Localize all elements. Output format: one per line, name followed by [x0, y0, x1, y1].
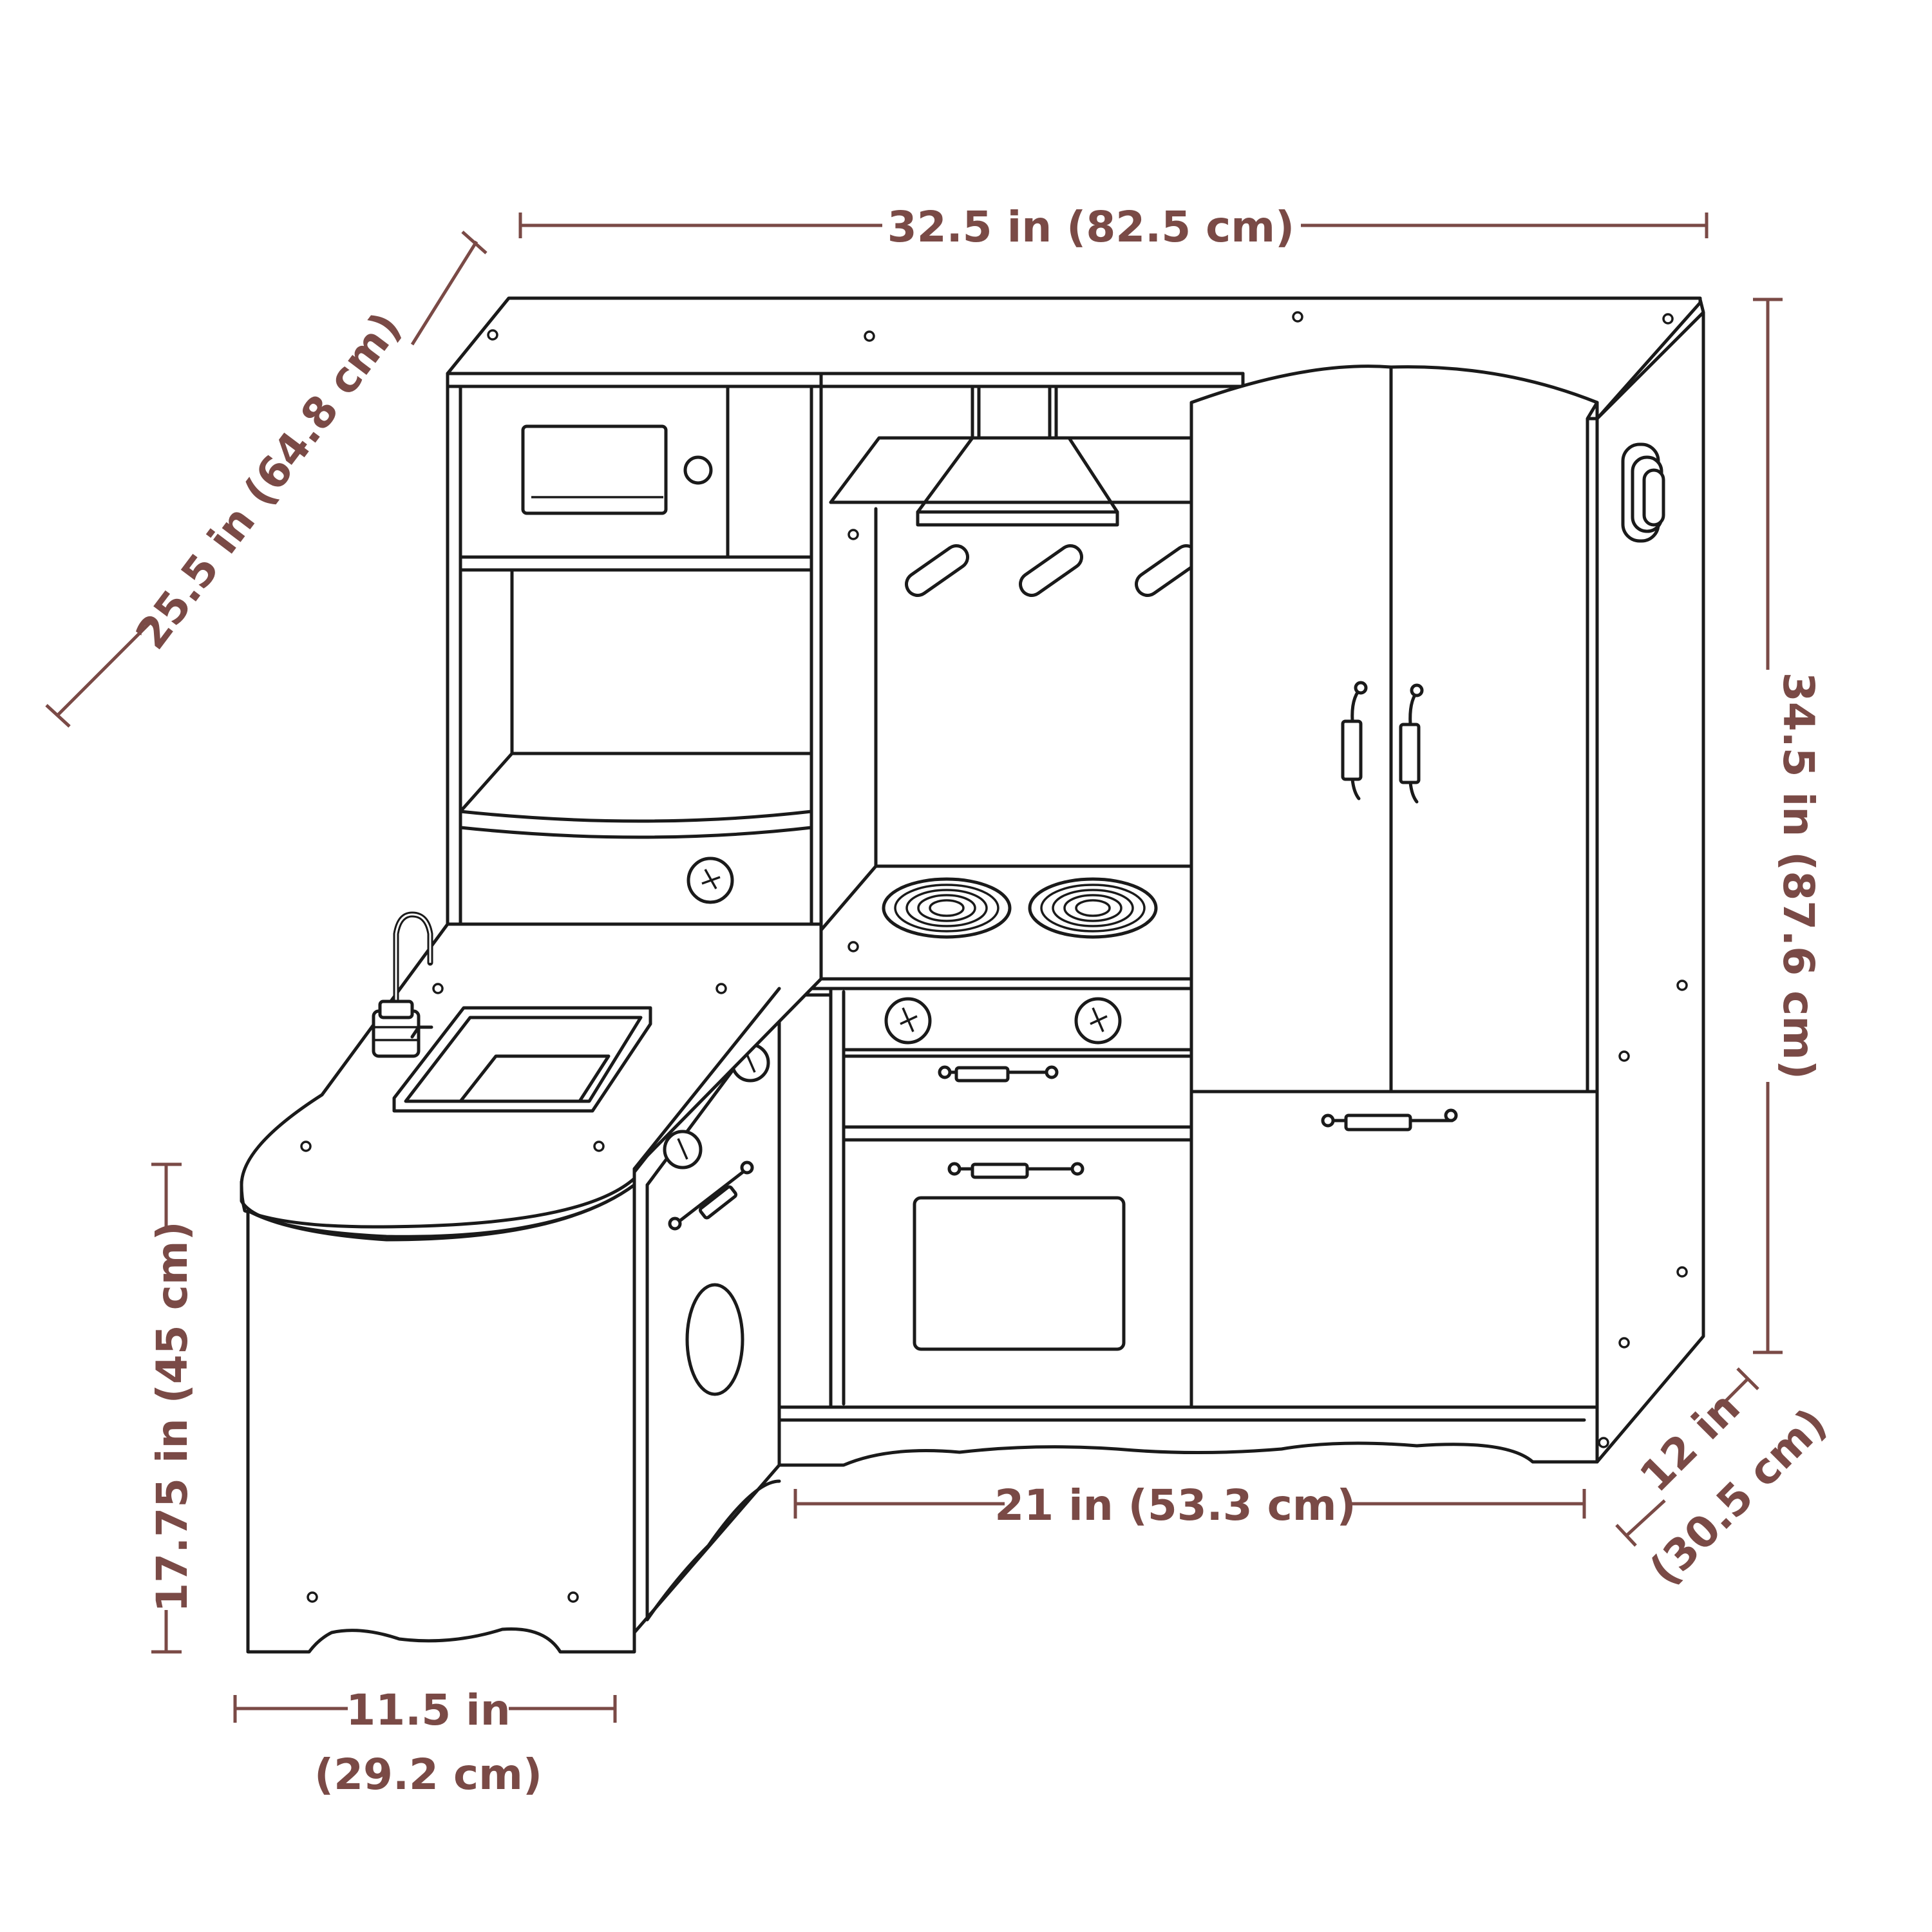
label-sink-width-cm: (29.2 cm): [314, 1750, 542, 1799]
sink-cabinet: [246, 1183, 636, 1654]
dimension-total-height: 34.5 in (87.6 cm): [1753, 298, 1823, 1354]
freezer-handle-icon: [1321, 1108, 1458, 1132]
kitchen-illustration: [240, 296, 1705, 1654]
dimension-top-width: 32.5 in (82.5 cm): [518, 202, 1709, 252]
oven-door-handle-icon: [947, 1162, 1084, 1179]
burner-icon: [1028, 877, 1158, 939]
fridge-handle-icon: [1341, 681, 1368, 800]
oven-window: [913, 1196, 1126, 1351]
fridge-handle-icon: [1399, 683, 1424, 804]
sink-counter: [240, 911, 823, 1238]
label-counter-height: 17.75 in (45 cm): [147, 1221, 197, 1612]
label-diagonal-depth: 25.5 in (64.8 cm): [126, 303, 411, 658]
range-hood: [829, 384, 1193, 527]
dimension-diagonal-depth: 25.5 in (64.8 cm): [45, 231, 488, 728]
faucet-icon: [372, 911, 433, 1058]
microwave: [459, 384, 813, 559]
base-plinth: [777, 1405, 1599, 1467]
utensil-peg-icon: [1019, 544, 1083, 597]
right-side-panel: [1595, 298, 1705, 1464]
stove-knob-icon: [1074, 997, 1122, 1045]
oven-knob-icon: [687, 857, 734, 904]
utensil-peg-icon: [905, 544, 969, 597]
label-front-width: 21 in (53.3 cm): [994, 1481, 1356, 1530]
upper-left-cabinet: [446, 372, 1245, 926]
side-hook-icon: [1621, 442, 1665, 543]
cabinet-handle-icon: [668, 1160, 754, 1231]
cabinet-window: [685, 1283, 744, 1396]
oven-body: [777, 987, 1193, 1409]
dimension-front-width: 21 in (53.3 cm): [793, 1481, 1586, 1530]
label-top-width: 32.5 in (82.5 cm): [887, 202, 1294, 252]
label-sink-width: 11.5 in: [346, 1685, 510, 1735]
dimension-sink-width: 11.5 in (29.2 cm): [233, 1685, 617, 1799]
utensil-peg-icon: [1135, 544, 1199, 597]
drawer-handle-icon: [938, 1065, 1059, 1083]
cabinet-knob-icon: [663, 1130, 703, 1170]
sink-basin: [392, 1006, 652, 1113]
stove-knob-icon: [884, 997, 932, 1045]
microwave-knob-icon: [683, 455, 713, 485]
center-backsplash: [819, 384, 1199, 929]
stove-top: [777, 864, 1193, 990]
burner-icon: [882, 877, 1012, 939]
dimension-counter-height: 17.75 in (45 cm): [147, 1162, 197, 1654]
label-total-height: 34.5 in (87.6 cm): [1774, 672, 1823, 1079]
refrigerator: [1189, 365, 1599, 1428]
